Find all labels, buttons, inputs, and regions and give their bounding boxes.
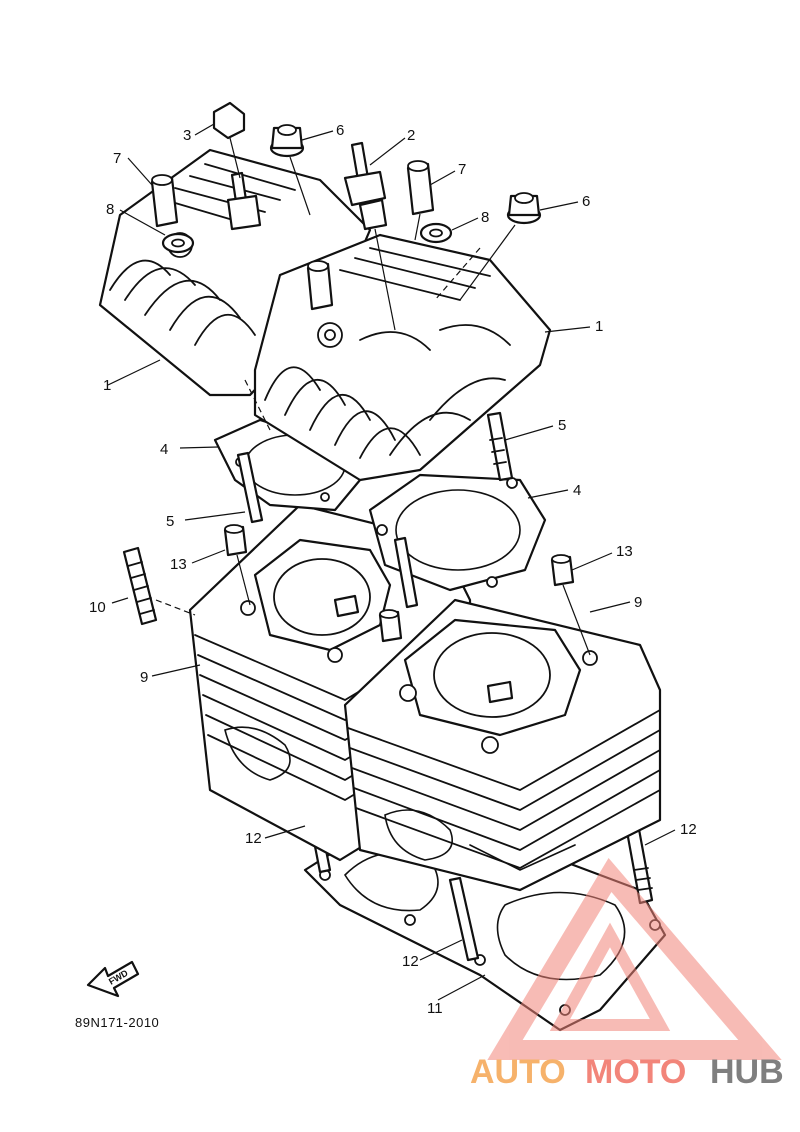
dowel-pin-center	[378, 609, 403, 643]
callout-10: 10	[89, 599, 106, 616]
callout-numbers: 1 1 2 3 4 4 5 5 6 6 7 7 8 8 9 9 10 11 12…	[89, 122, 697, 1017]
callout-12: 12	[680, 821, 697, 838]
callout-1: 1	[103, 377, 111, 394]
fwd-arrow-icon: FWD	[86, 960, 140, 998]
collar-head-right	[306, 260, 334, 311]
callout-3: 3	[183, 127, 191, 144]
callout-4: 4	[160, 441, 168, 458]
callout-5: 5	[558, 417, 566, 434]
callout-5: 5	[166, 513, 174, 530]
callout-12: 12	[245, 830, 262, 847]
cylinder-block-right	[343, 598, 662, 892]
callout-11: 11	[427, 1000, 443, 1017]
collar-right	[406, 160, 435, 241]
callout-8: 8	[481, 209, 489, 226]
flange-nut-left	[269, 124, 311, 216]
callout-6: 6	[336, 122, 344, 139]
cap-nut	[212, 101, 246, 179]
washer-right	[419, 222, 453, 244]
figure-number: 89N171-2010	[75, 1015, 159, 1030]
callout-12: 12	[402, 953, 419, 970]
callout-6: 6	[582, 193, 590, 210]
collar-left	[150, 174, 179, 228]
dowel-pin-left	[223, 524, 251, 606]
watermark-text-hub: HUB	[710, 1053, 784, 1091]
leader-lines	[107, 123, 676, 1001]
watermark-logo	[487, 857, 782, 1060]
callout-4: 4	[573, 482, 581, 499]
washer-left	[161, 232, 195, 254]
callout-13: 13	[616, 543, 633, 560]
watermark-text-moto: MOTO	[585, 1053, 686, 1091]
callout-7: 7	[113, 150, 121, 167]
callout-1: 1	[595, 318, 603, 335]
head-studs	[236, 411, 514, 609]
callout-2: 2	[407, 127, 415, 144]
callout-8: 8	[106, 201, 114, 218]
spark-plug-left	[226, 171, 262, 231]
callout-13: 13	[170, 556, 187, 573]
callout-9: 9	[634, 594, 642, 611]
watermark-text-auto: AUTO	[470, 1053, 566, 1091]
flange-nut-right	[459, 192, 542, 301]
callout-7: 7	[458, 161, 466, 178]
dowel-pin-right	[550, 554, 591, 656]
callout-9: 9	[140, 669, 148, 686]
spark-plug	[343, 141, 396, 331]
warning-triangle-icon	[487, 857, 782, 1060]
drain-plug	[122, 546, 196, 626]
